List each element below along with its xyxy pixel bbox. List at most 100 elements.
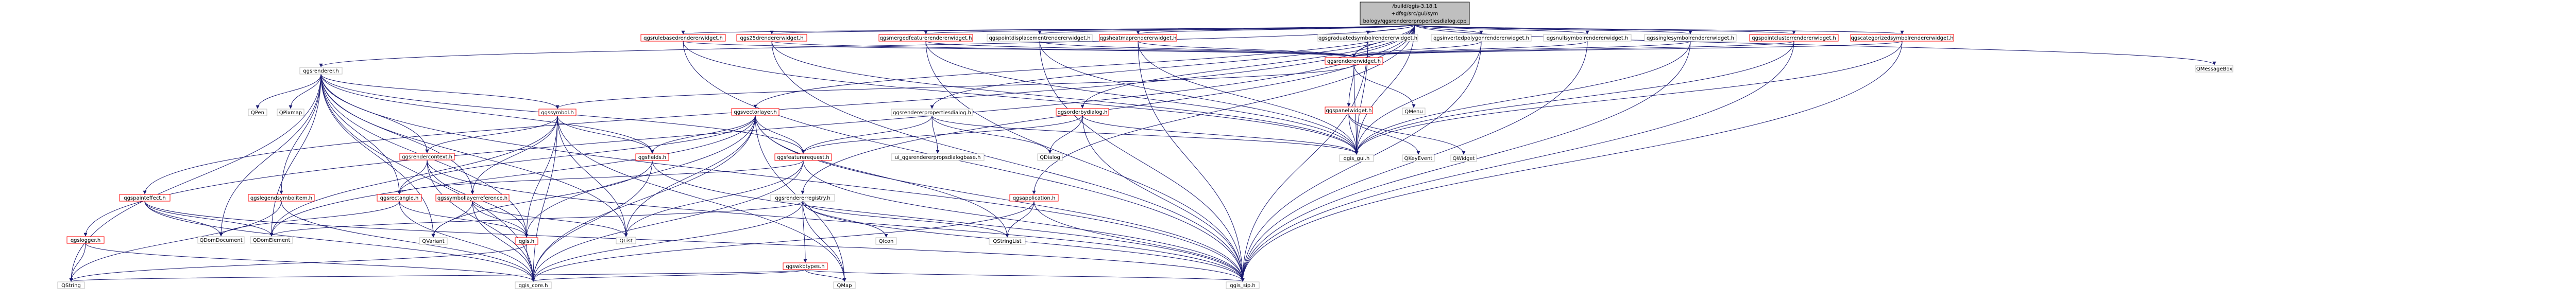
root-file-node[interactable]: /build/qgis-3.18.1+dfsg/src/gui/symbolog… — [1360, 2, 1470, 25]
root-file-node-label: bology/qgsrendererpropertiesdialog.cpp — [1363, 19, 1467, 24]
node-qgscategorized[interactable]: qgscategorizedsymbolrendererwidget.h — [1850, 34, 1954, 42]
node-qgslegendsymbolitem[interactable]: qgslegendsymbolitem.h — [248, 194, 315, 202]
node-qvariant[interactable]: QVariant — [419, 237, 448, 245]
node-qdomdocument[interactable]: QDomDocument — [197, 236, 245, 244]
node-qlist-label: QList — [619, 238, 632, 244]
edge-root-to-qgssinglesymbol — [1414, 24, 1692, 34]
node-qmessagebox[interactable]: QMessageBox — [2195, 65, 2233, 73]
edge-qgsrenderer-to-qvariant — [320, 74, 435, 238]
node-qstring[interactable]: QString — [57, 281, 85, 289]
node-ui-qgsrendererpropsdialogbase[interactable]: ui_qgsrendererpropsdialogbase.h — [891, 153, 985, 161]
edge-qgsapplication-to-qgis_core — [531, 201, 1035, 282]
edge-qgs25drenderer-to-qgis_sip — [771, 41, 1245, 282]
node-qgssinglesymbol[interactable]: qgssinglesymbolrendererwidget.h — [1644, 34, 1737, 42]
edge-qgslogger-to-qstring — [69, 243, 86, 282]
node-qgswkbtypes-box — [783, 262, 828, 270]
node-qmap[interactable]: QMap — [833, 281, 856, 289]
edge-qgsrenderer-to-qgsrectangle — [320, 74, 401, 194]
node-qgs25drenderer[interactable]: qgs25drendererwidget.h — [736, 34, 807, 42]
edge-qgsvectorlayer-to-qgsfields — [650, 115, 756, 154]
node-qgsnullsymbol-label: qgsnullsymbolrendererwidget.h — [1547, 35, 1629, 41]
edge-root-to-qgspointdisp — [1038, 24, 1415, 34]
edge-root-to-qgslogger — [83, 24, 1415, 237]
node-qgssinglebandrenderer[interactable]: qgsrulebasedrendererwidget.h — [640, 34, 726, 42]
node-qdomelement-box — [250, 236, 293, 244]
edge-qgsrendererregistry-to-qmap — [802, 201, 846, 282]
edge-qgssymbollayerreference-to-qlist — [472, 201, 628, 237]
node-qgsrendercontext[interactable]: qgsrendercontext.h — [399, 153, 455, 161]
node-qlist-box — [616, 237, 636, 244]
edge-qgsfeaturerequest-to-qlist — [624, 160, 804, 237]
node-qgssymbollayerreference[interactable]: qgssymbollayerreference.h — [435, 194, 510, 202]
edge-qgspanelwidget-to-qgs_gui — [1348, 113, 1359, 155]
node-qgsgraduated-label: qgsgraduatedsymbolrendererwidget.h — [1318, 35, 1417, 41]
edge-qgsrendererregistry-to-qstringlist — [802, 201, 1009, 238]
node-qgsfeaturerequest[interactable]: qgsfeaturerequest.h — [774, 153, 832, 161]
node-qgsapplication[interactable]: qgsapplication.h — [1009, 194, 1059, 202]
node-qgsinverted-label: qgsinvertedpolygonrendererwidget.h — [1433, 35, 1529, 41]
node-qwidget[interactable]: QWidget — [1450, 154, 1477, 162]
edge-qgssymbol-to-qgssymbollayerreference — [470, 115, 558, 194]
node-qgis-core-box — [515, 281, 552, 289]
node-qgsvectorlayer[interactable]: qgsvectorlayer.h — [731, 108, 779, 116]
node-qgswkbtypes[interactable]: qgswkbtypes.h — [783, 262, 828, 270]
node-qpixmap[interactable]: QPixmap — [277, 109, 304, 116]
node-qicon-box — [875, 237, 897, 245]
node-qgsrendercontext-box — [399, 153, 455, 161]
node-qicon[interactable]: QIcon — [875, 237, 897, 245]
node-qdomdocument-label: QDomDocument — [199, 238, 242, 243]
node-qgslogger-box — [66, 236, 105, 244]
root-file-node-label: +dfsg/src/gui/sym — [1392, 11, 1438, 17]
node-qgspainteffect-box — [119, 194, 171, 202]
node-qgsnullsymbol[interactable]: qgsnullsymbolrendererwidget.h — [1543, 34, 1632, 42]
node-qgs-gui[interactable]: qgis_gui.h — [1339, 154, 1374, 162]
node-qgsorderbydialog[interactable]: qgsorderbydialog.h — [1056, 108, 1109, 116]
node-qgsrendererwidget-box — [1325, 57, 1383, 65]
node-qkeyevent[interactable]: QKeyEvent — [1402, 154, 1435, 162]
node-qgsrenderer[interactable]: qgsrenderer.h — [299, 67, 343, 75]
node-qgssymbollayerreference-label: qgssymbollayerreference.h — [437, 195, 507, 201]
node-qgspanelwidget[interactable]: qgspanelwidget.h — [1325, 106, 1373, 114]
edge-qgis-to-qgis_core — [526, 244, 535, 282]
node-ui-qgsrendererpropsdialogbase-box — [891, 153, 985, 161]
node-qgsgraduated[interactable]: qgsgraduatedsymbolrendererwidget.h — [1317, 34, 1418, 42]
node-qgsinverted-box — [1431, 34, 1532, 42]
node-qgis-sip[interactable]: qgis_sip.h — [1226, 281, 1260, 289]
edge-root-to-qmessagebox — [1414, 24, 2216, 65]
edge-qgscategorized-to-qgsrendererwidget — [1352, 41, 1903, 58]
node-qlist[interactable]: QList — [616, 237, 636, 244]
edge-qgswkbtypes-to-qmap — [805, 269, 846, 282]
node-qicon-label: QIcon — [879, 239, 894, 244]
node-qgis-core[interactable]: qgis_core.h — [515, 281, 552, 289]
node-qgspainteffect[interactable]: qgspainteffect.h — [119, 194, 171, 202]
node-qgssinglebandrenderer-box — [640, 34, 726, 42]
node-qgslogger[interactable]: qgslogger.h — [66, 236, 105, 244]
node-qgis[interactable]: qgis.h — [515, 237, 538, 245]
node-qgsinverted[interactable]: qgsinvertedpolygonrendererwidget.h — [1431, 34, 1532, 42]
node-qgssymbol-box — [538, 109, 577, 116]
node-qmenu[interactable]: QMenu — [1402, 108, 1426, 115]
node-qstringlist[interactable]: QStringList — [989, 237, 1026, 245]
node-qgsfields-box — [635, 153, 669, 161]
node-qgsrendererwidget[interactable]: qgsrendererwidget.h — [1325, 57, 1383, 65]
edge-qgsrectangle-to-qgis — [399, 201, 529, 238]
node-qpen[interactable]: QPen — [248, 109, 267, 116]
edge-root-to-qgsnullsymbol — [1414, 24, 1589, 34]
edge-qgsmerged-to-qgs_gui — [925, 41, 1359, 155]
node-qgspointdisp[interactable]: qgspointdisplacementrendererwidget.h — [987, 34, 1093, 42]
node-qdialog[interactable]: QDialog — [1037, 153, 1063, 161]
node-qgsrendererregistry[interactable]: qgsrendererregistry.h — [770, 194, 835, 202]
edge-root-to-qgsmerged — [924, 24, 1415, 34]
node-qpixmap-box — [277, 109, 304, 116]
node-qdomelement[interactable]: QDomElement — [250, 236, 293, 244]
node-qgsfields[interactable]: qgsfields.h — [635, 153, 669, 161]
node-qgsheatmap-box — [1099, 34, 1177, 42]
node-qgspointcluster[interactable]: qgspointclusterrendererwidget.h — [1749, 34, 1839, 42]
node-qgsmerged[interactable]: qgsmergedfeaturerendererwidget.h — [878, 34, 973, 42]
node-qgsrendererpropertiesdialog[interactable]: qgsrendererpropertiesdialog.h — [891, 109, 973, 116]
node-qgsrectangle[interactable]: qgsrectangle.h — [377, 194, 422, 202]
node-qgsapplication-label: qgsapplication.h — [1013, 195, 1056, 201]
node-qgsheatmap[interactable]: qgsheatmaprendererwidget.h — [1099, 34, 1177, 42]
edge-qgsorderbydialog-to-qgs_gui — [1082, 115, 1359, 155]
node-qgssymbol[interactable]: qgssymbol.h — [538, 109, 577, 116]
